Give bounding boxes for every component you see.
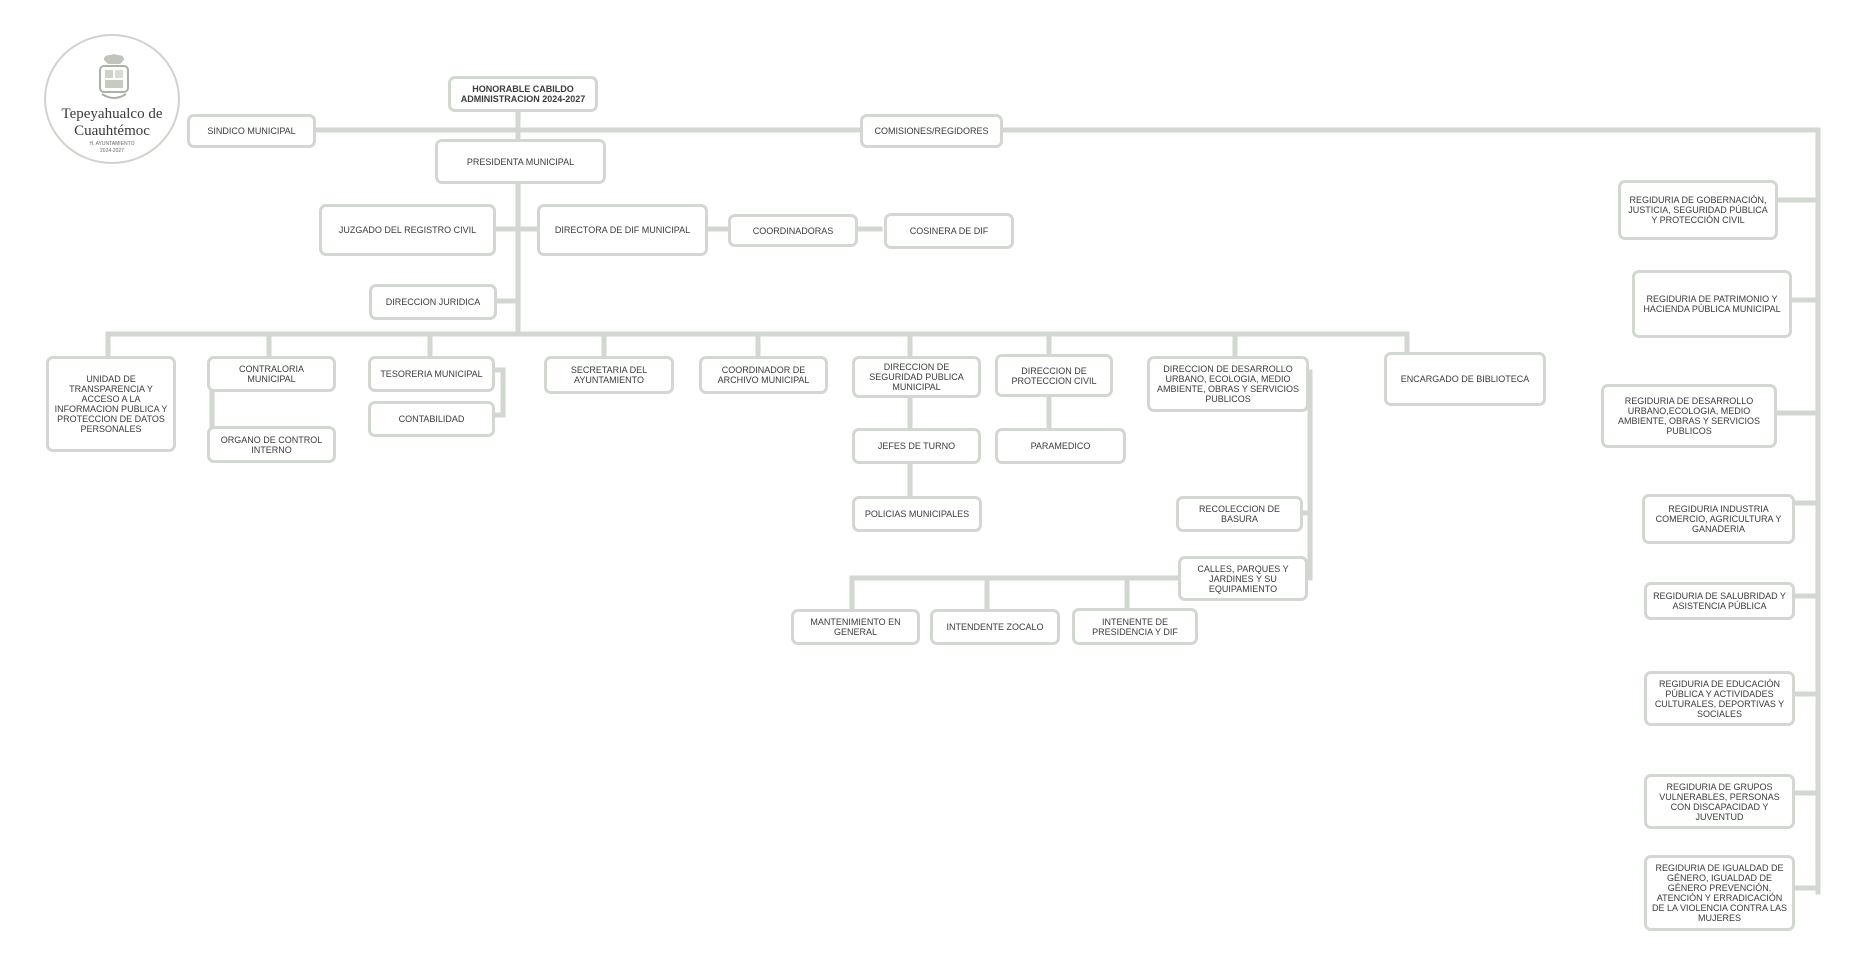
logo-name-line1: Tepeyahualco de [61,106,163,122]
node-intendente-dif: INTENENTE DE PRESIDENCIA Y DIF [1072,608,1198,645]
node-juzgado: JUZGADO DEL REGISTRO CIVIL [319,204,496,256]
node-biblioteca: ENCARGADO DE BIBLIOTECA [1384,352,1546,406]
node-proteccion: DIRECCION DE PROTECCION CIVIL [995,354,1113,397]
node-seguridad: DIRECCION DE SEGURIDAD PUBLICA MUNICIPAL [852,356,981,398]
node-presidenta: PRESIDENTA MUNICIPAL [435,139,606,184]
node-zocalo: INTENDENTE ZOCALO [930,609,1060,645]
node-contraloria: CONTRALORIA MUNICIPAL [207,356,336,392]
node-cocinera: COSINERA DE DIF [884,213,1014,249]
node-reg-gobernacion: REGIDURIA DE GOBERNACIÓN, JUSTICIA, SEGU… [1618,180,1778,240]
logo-subtitle: H. AYUNTAMIENTO [89,141,135,147]
node-secretaria: SECRETARIA DEL AYUNTAMIENTO [544,356,674,394]
node-archivo: COORDINADOR DE ARCHIVO MUNICIPAL [699,356,828,394]
node-dif: DIRECTORA DE DIF MUNICIPAL [537,204,708,256]
node-coordinadoras: COORDINADORAS [728,214,858,247]
node-reg-igualdad: REGIDURIA DE IGUALDAD DE GÉNERO, IGUALDA… [1644,855,1795,931]
logo-years: 2024-2027 [100,148,124,154]
node-reg-grupos: REGIDURIA DE GRUPOS VULNERABLES, PERSONA… [1644,774,1795,829]
node-transparencia: UNIDAD DE TRANSPARENCIA Y ACCESO A LA IN… [46,356,176,452]
municipal-logo: Tepeyahualco de Cuauhtémoc H. AYUNTAMIEN… [44,34,180,164]
node-calles: CALLES, PARQUES Y JARDINES Y SU EQUIPAMI… [1178,556,1308,601]
node-contabilidad: CONTABILIDAD [368,401,495,437]
node-cabildo: HONORABLE CABILDO ADMINISTRACION 2024-20… [448,76,598,112]
coat-of-arms-icon [99,54,129,99]
node-paramedico: PARAMEDICO [995,428,1126,464]
node-jefes: JEFES DE TURNO [852,428,981,464]
node-reg-patrimonio: REGIDURIA DE PATRIMONIO Y HACIENDA PÚBLI… [1632,270,1792,338]
node-sindico: SINDICO MUNICIPAL [187,114,316,148]
node-reg-industria: REGIDURIA INDUSTRIA COMERCIO, AGRICULTUR… [1642,494,1795,544]
node-mantenimiento: MANTENIMIENTO EN GENERAL [791,609,920,645]
node-organo: ORGANO DE CONTROL INTERNO [207,426,336,463]
node-reg-educacion: REGIDURIA DE EDUCACIÓN PÚBLICA Y ACTIVID… [1644,671,1795,726]
node-comisiones: COMISIONES/REGIDORES [860,114,1003,148]
node-tesoreria: TESORERIA MUNICIPAL [368,356,495,392]
node-desarrollo: DIRECCION DE DESARROLLO URBANO, ECOLOGIA… [1147,356,1309,412]
node-juridica: DIRECCION JURIDICA [369,284,497,320]
node-reg-desarrollo: REGIDURIA DE DESARROLLO URBANO,ECOLOGIA,… [1601,384,1777,448]
node-basura: RECOLECCION DE BASURA [1176,496,1303,532]
logo-name-line2: Cuauhtémoc [74,123,150,139]
node-reg-salubridad: REGIDURIA DE SALUBRIDAD Y ASISTENCIA PÚB… [1644,582,1795,620]
node-policias: POLICIAS MUNICIPALES [852,496,982,532]
